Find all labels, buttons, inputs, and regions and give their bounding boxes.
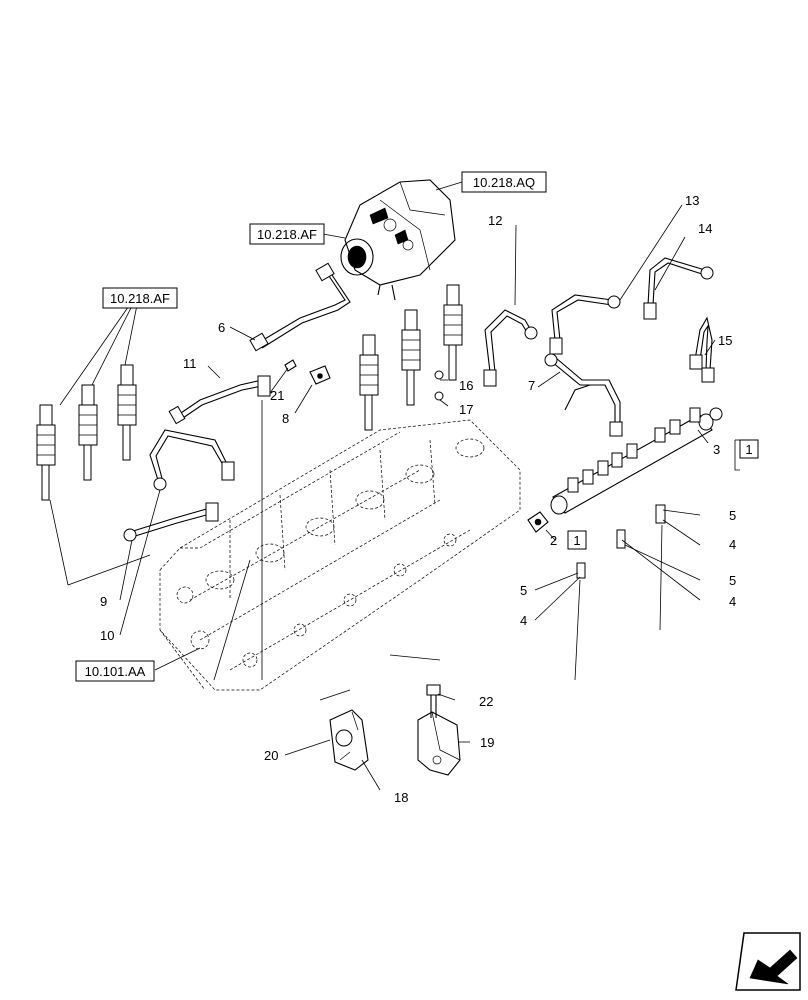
engine-block — [159, 419, 521, 691]
small-parts — [284, 359, 666, 776]
label-2: 2 — [550, 533, 557, 548]
injector-lines — [123, 257, 715, 542]
ref-injectors-label: 10.218.AF — [110, 291, 170, 306]
navigation-arrow-icon[interactable] — [735, 932, 801, 991]
label-13: 13 — [685, 193, 699, 208]
reference-boxes: 10.218.AQ 10.218.AF 10.218.AF 10.101.AA — [75, 171, 547, 682]
label-10: 10 — [100, 628, 114, 643]
label-21: 21 — [270, 388, 284, 403]
boxed-label-1-rail: 1 — [745, 442, 752, 457]
label-6: 6 — [218, 320, 225, 335]
label-20: 20 — [264, 748, 278, 763]
label-5c: 5 — [520, 583, 527, 598]
label-15: 15 — [718, 333, 732, 348]
label-12: 12 — [488, 213, 502, 228]
label-18: 18 — [394, 790, 408, 805]
ref-block-label: 10.101.AA — [85, 664, 146, 679]
ref-pump-label: 10.218.AQ — [473, 175, 535, 190]
label-5b: 5 — [729, 573, 736, 588]
label-5a: 5 — [729, 508, 736, 523]
label-11: 11 — [183, 356, 197, 371]
ref-pump-side-label: 10.218.AF — [257, 227, 317, 242]
common-rail — [527, 407, 723, 533]
label-8: 8 — [282, 411, 289, 426]
label-4b: 4 — [729, 594, 736, 609]
label-9: 9 — [100, 594, 107, 609]
leader-lines — [49, 181, 740, 791]
boxed-label-1-sensor: 1 — [573, 533, 580, 548]
label-17: 17 — [459, 402, 473, 417]
injector-group-center — [359, 284, 463, 431]
label-4c: 4 — [520, 613, 527, 628]
label-16: 16 — [459, 378, 473, 393]
label-22: 22 — [479, 694, 493, 709]
injector-group-left — [36, 364, 137, 501]
item-numbers: 2 3 4 4 4 5 5 5 6 7 8 9 10 11 12 13 14 1… — [100, 193, 736, 805]
label-19: 19 — [480, 735, 494, 750]
label-4a: 4 — [729, 537, 736, 552]
label-14: 14 — [698, 221, 712, 236]
label-3: 3 — [713, 442, 720, 457]
boxed-labels: 1 1 — [567, 439, 759, 550]
label-7: 7 — [528, 378, 535, 393]
fuel-pump — [340, 179, 456, 301]
